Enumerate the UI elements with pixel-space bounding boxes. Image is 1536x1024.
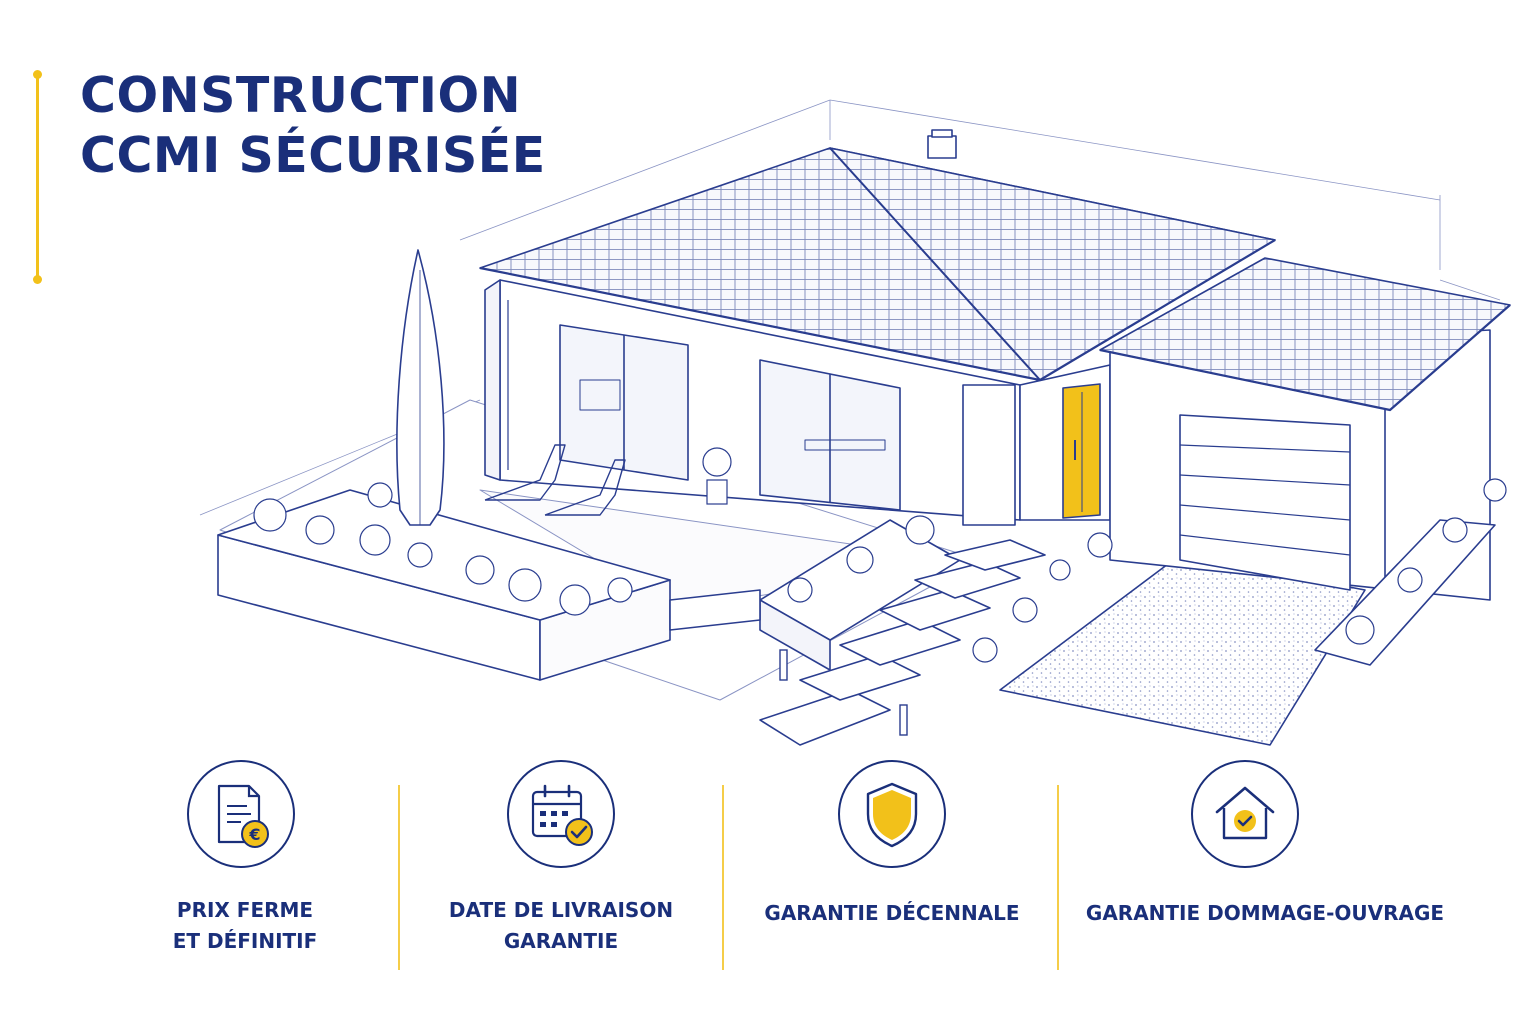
- title-line-2: CCMI SÉCURISÉE: [80, 127, 546, 184]
- house-check-icon: [1191, 760, 1299, 868]
- feature-prix-ferme: € PRIX FERME ET DÉFINITIF: [80, 755, 410, 975]
- feature-label: DATE DE LIVRAISON GARANTIE: [396, 895, 726, 957]
- feature-label: PRIX FERME ET DÉFINITIF: [80, 895, 410, 957]
- feature-label-line2: GARANTIE: [503, 929, 619, 953]
- feature-divider: [398, 785, 400, 970]
- feature-date-livraison: DATE DE LIVRAISON GARANTIE: [396, 755, 726, 975]
- feature-garantie-decennale: GARANTIE DÉCENNALE: [727, 755, 1057, 975]
- feature-label: GARANTIE DÉCENNALE: [727, 898, 1057, 929]
- house-blueprint-illustration: [199, 99, 1511, 746]
- title-accent-dot-top: [33, 70, 42, 79]
- feature-label-line2: ET DÉFINITIF: [172, 929, 318, 953]
- feature-label-line1: GARANTIE DÉCENNALE: [764, 901, 1020, 925]
- features-row: € PRIX FERME ET DÉFINITIF: [80, 755, 1460, 975]
- feature-label-line1: GARANTIE DOMMAGE-OUVRAGE: [1085, 901, 1445, 925]
- shield-icon: [838, 760, 946, 868]
- feature-label-line1: DATE DE LIVRAISON: [448, 898, 674, 922]
- calendar-check-icon: [507, 760, 615, 868]
- title-line-1: CONSTRUCTION: [80, 67, 522, 124]
- title-accent-bar: [36, 74, 39, 280]
- svg-text:€: €: [248, 825, 260, 844]
- feature-label-line1: PRIX FERME: [176, 898, 314, 922]
- page-title: CONSTRUCTION CCMI SÉCURISÉE: [80, 66, 546, 186]
- feature-garantie-dommage-ouvrage: GARANTIE DOMMAGE-OUVRAGE: [1085, 755, 1445, 975]
- title-accent-dot-bottom: [33, 275, 42, 284]
- feature-divider: [722, 785, 724, 970]
- document-euro-icon: €: [187, 760, 295, 868]
- feature-divider: [1057, 785, 1059, 970]
- feature-label: GARANTIE DOMMAGE-OUVRAGE: [1085, 898, 1445, 929]
